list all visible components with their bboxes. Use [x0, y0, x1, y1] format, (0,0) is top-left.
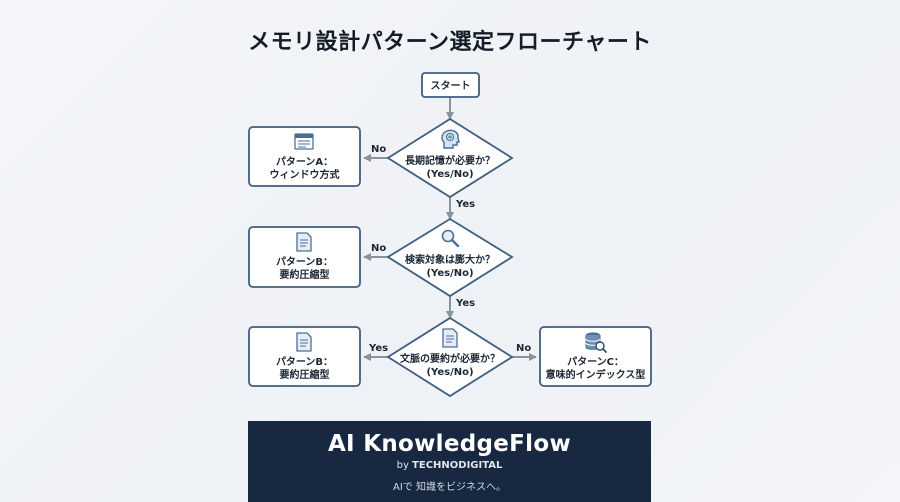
page-title: メモリ設計パターン選定フローチャート: [248, 30, 652, 55]
byline-prefix: by: [396, 460, 413, 471]
pattern-b-box-1: パターンB： 要約圧縮型: [248, 226, 361, 288]
pattern-c-box: パターンC： 意味的インデックス型: [539, 326, 652, 387]
document-icon: [296, 232, 312, 252]
database-search-icon: [585, 332, 607, 353]
footer-banner: AI KnowledgeFlow by TECHNODIGITAL AIで 知識…: [248, 421, 651, 502]
edge-label-q1-yes: Yes: [455, 199, 475, 210]
q1-line1: 長期記憶が必要か？: [405, 154, 495, 167]
decision-q1: 長期記憶が必要か？ (Yes/No): [386, 117, 514, 199]
pattern-c-line2: 意味的インデックス型: [546, 368, 646, 381]
pattern-a-line2: ウィンドウ方式: [270, 168, 340, 181]
edge-label-q3-yes: Yes: [368, 343, 388, 354]
q1-line2: (Yes/No): [426, 169, 473, 180]
pattern-b2-line2: 要約圧縮型: [280, 368, 330, 381]
q3-line2: (Yes/No): [426, 367, 473, 378]
document-icon: [442, 328, 458, 348]
decision-q3: 文脈の要約が必要か？ (Yes/No): [386, 316, 514, 398]
brand-name: AI KnowledgeFlow: [327, 431, 572, 457]
pattern-c-line1: パターンC：: [567, 356, 624, 368]
q2-line2: (Yes/No): [426, 268, 473, 279]
q2-line1: 検索対象は膨大か？: [405, 253, 495, 266]
document-icon: [296, 332, 312, 352]
start-node: スタート: [421, 72, 480, 98]
brand-byline: by TECHNODIGITAL: [248, 460, 651, 471]
edge-label-q2-yes: Yes: [455, 298, 475, 309]
pattern-b1-line2: 要約圧縮型: [280, 268, 330, 281]
pattern-b2-line1: パターンB：: [276, 356, 333, 368]
brand-tagline: AIで 知識をビジネスへ。: [393, 482, 506, 493]
pattern-a-box: パターンA： ウィンドウ方式: [248, 126, 361, 187]
head-brain-icon: [441, 129, 460, 149]
magnifier-icon: [441, 229, 460, 248]
edge-label-q1-no: No: [371, 144, 386, 155]
q3-line1: 文脈の要約が必要か？: [400, 352, 500, 365]
pattern-a-line1: パターンA：: [276, 156, 333, 168]
byline-company: TECHNODIGITAL: [412, 460, 503, 471]
edge-label-q3-no: No: [516, 343, 531, 354]
connectors: [363, 97, 537, 361]
pattern-b-box-2: パターンB： 要約圧縮型: [248, 326, 361, 387]
window-icon: [294, 133, 314, 150]
start-label: スタート: [431, 80, 471, 92]
edge-label-q2-no: No: [371, 243, 386, 254]
pattern-b1-line1: パターンB：: [276, 256, 333, 268]
decision-q2: 検索対象は膨大か？ (Yes/No): [386, 217, 514, 298]
